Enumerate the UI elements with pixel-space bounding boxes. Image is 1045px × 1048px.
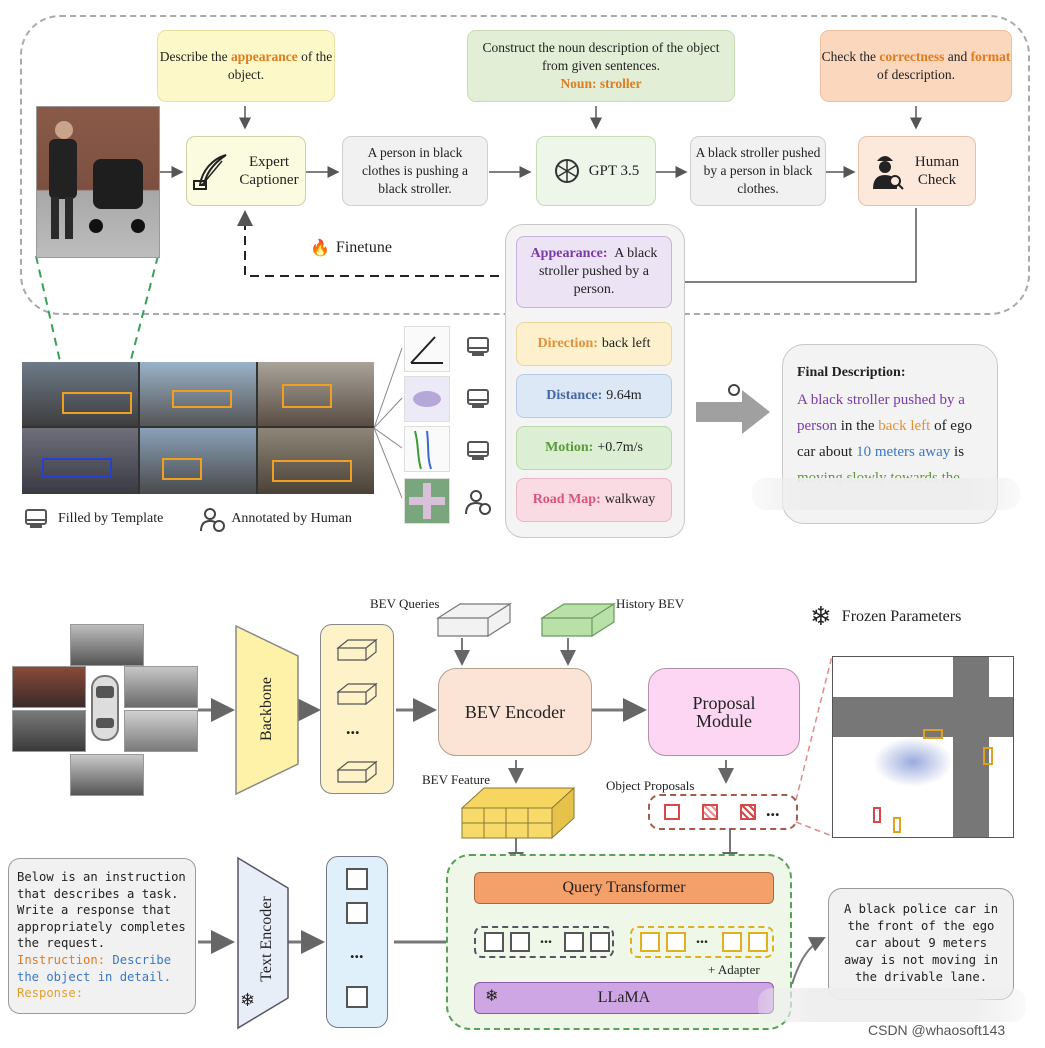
human-inspector-icon xyxy=(873,156,904,190)
feature-dots: ... xyxy=(346,718,360,738)
openai-logo-icon xyxy=(554,159,579,183)
feature-cube xyxy=(336,760,378,784)
prompt-appearance: Describe the appearance of the object. xyxy=(157,30,335,102)
human-check: Human Check xyxy=(858,136,976,206)
text-token-dots: ... xyxy=(350,942,364,962)
prompt-noun: Construct the noun description of the ob… xyxy=(467,30,735,102)
bev-feature-label: BEV Feature xyxy=(422,772,490,787)
bev-detection-view xyxy=(832,656,1014,838)
adapter-label: + Adapter xyxy=(708,962,760,977)
gpt-box: GPT 3.5 xyxy=(536,136,656,206)
motion-attr: Motion:+0.7m/s xyxy=(516,426,672,470)
frozen-legend: ❄ Frozen Parameters xyxy=(810,602,962,631)
text-token xyxy=(346,986,368,1008)
instruction-prompt: Below is an instruction that describes a… xyxy=(8,858,196,1014)
output-description: A black police car in the front of the e… xyxy=(828,888,1014,1000)
appearance-attr: Appearance: A black stroller pushed by a… xyxy=(516,236,672,308)
text-token xyxy=(346,902,368,924)
pedestrian-stroller-photo xyxy=(36,106,160,258)
template-icon xyxy=(467,337,489,356)
history-bev-block xyxy=(539,602,617,638)
backbone xyxy=(235,624,299,796)
ego-car-icon xyxy=(91,675,119,741)
prompt-check: Check the correctness and format of desc… xyxy=(820,30,1012,102)
big-arrow xyxy=(696,384,770,434)
distance-attr: Distance:9.64m xyxy=(516,374,672,418)
llama-block: ❄ LLaMA xyxy=(474,982,774,1014)
caption-2: A black stroller pushed by a person in b… xyxy=(690,136,826,206)
finetune-label: 🔥 Finetune xyxy=(310,239,392,257)
object-proposals: ... xyxy=(648,794,798,830)
feather-pen-icon xyxy=(193,154,227,190)
pointcloud-thumb xyxy=(404,376,450,422)
object-proposals-label: Object Proposals xyxy=(606,778,695,793)
proposal-module: Proposal Module xyxy=(648,668,800,756)
query-token-row: ... xyxy=(630,926,774,958)
bev-queries-label: BEV Queries xyxy=(370,596,440,611)
blur-overlay-1 xyxy=(752,478,1020,510)
snowflake-icon: ❄ xyxy=(810,602,832,631)
bev-feature-grid xyxy=(460,786,576,840)
human-annotator-icon xyxy=(465,490,491,515)
motion-track-thumb xyxy=(404,426,450,472)
road-map-thumb xyxy=(404,478,450,524)
feature-cube xyxy=(336,638,378,662)
direction-attr: Direction:back left xyxy=(516,322,672,366)
history-bev-label: History BEV xyxy=(616,596,685,611)
multi-camera-grid xyxy=(22,362,374,494)
text-encoder-label: Text Encoder xyxy=(258,896,275,982)
query-transformer: Query Transformer xyxy=(474,872,774,904)
template-icon xyxy=(25,509,47,528)
legend: Filled by Template Annotated by Human xyxy=(24,506,352,532)
blur-overlay-2 xyxy=(758,988,1026,1022)
snowflake-icon: ❄ xyxy=(485,988,499,1005)
direction-angle-thumb xyxy=(404,326,450,372)
bev-encoder: BEV Encoder xyxy=(438,668,592,756)
snowflake-icon: ❄ xyxy=(240,990,256,1010)
human-annotator-icon xyxy=(200,508,226,532)
text-encoder xyxy=(237,856,289,1030)
template-icon xyxy=(467,441,489,460)
feature-cube xyxy=(336,682,378,706)
surround-view-cameras xyxy=(12,620,198,796)
text-token-row: ... xyxy=(474,926,614,958)
fire-icon: 🔥 xyxy=(310,240,330,257)
watermark: CSDN @whaosoft143 xyxy=(868,1022,1006,1038)
template-icon xyxy=(467,389,489,408)
bev-queries-block xyxy=(435,602,513,638)
expert-captioner: Expert Captioner xyxy=(186,136,306,206)
backbone-label: Backbone xyxy=(258,677,275,741)
caption-1: A person in black clothes is pushing a b… xyxy=(342,136,488,206)
text-token xyxy=(346,868,368,890)
roadmap-attr: Road Map:walkway xyxy=(516,478,672,522)
